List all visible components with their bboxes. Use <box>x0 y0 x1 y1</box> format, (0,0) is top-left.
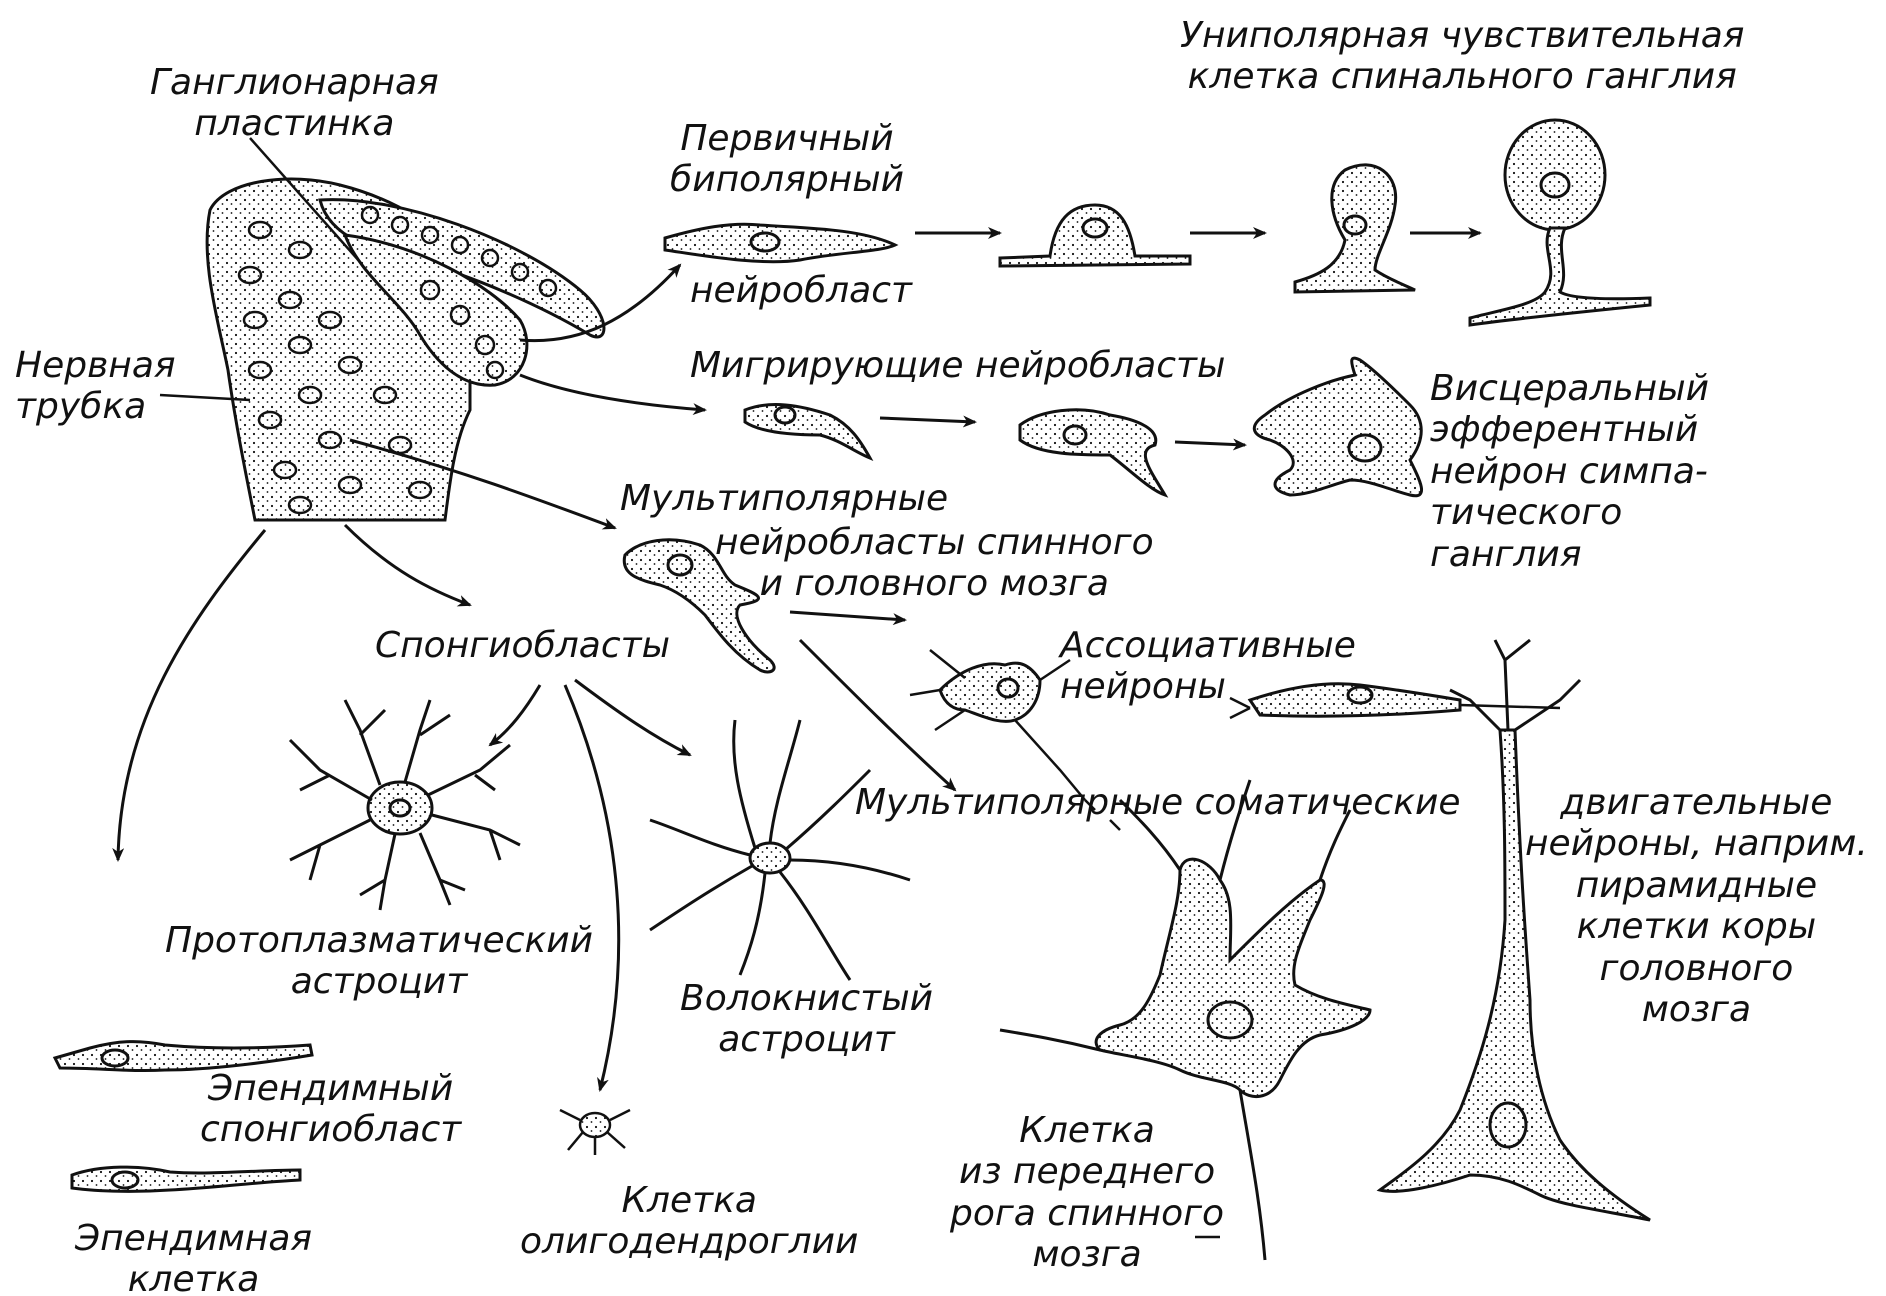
visceral-efferent-neuron-cell <box>1254 358 1421 496</box>
label-ependymal-spongioblast: Эпендимный спонгиобласт <box>200 1068 461 1151</box>
label-visceral-efferent: Висцеральный эфферентный нейрон симпа- т… <box>1430 368 1709 575</box>
label-protoplasmic-astrocyte: Протоплазматический астроцит <box>165 920 593 1003</box>
bipolar-stage-2-cell <box>1000 205 1190 266</box>
bipolar-neuroblast-cell <box>665 224 895 262</box>
label-neural-tube: Нервная трубка <box>15 345 176 428</box>
label-multipolar-neuroblasts-2: нейробласты спинного и головного мозга <box>715 522 1154 605</box>
label-neuroblast: нейробласт <box>690 270 912 311</box>
label-anterior-horn-cell: Клетка из переднего рога спинного мозга <box>950 1110 1224 1276</box>
label-unipolar-sensory: Униполярная чувствительная клетка спинал… <box>1180 15 1744 98</box>
label-migrating-neuroblasts: Мигрирующие нейробласты <box>690 345 1225 386</box>
ependymal-spongioblast-cell <box>55 1042 312 1071</box>
label-oligodendroglia: Клетка олигодендроглии <box>520 1180 858 1263</box>
label-ependymal-cell: Эпендимная клетка <box>75 1218 312 1296</box>
oligodendroglia-cell <box>560 1110 630 1155</box>
label-motor-neurons: двигательные нейроны, наприм. пирамидные… <box>1525 782 1868 1030</box>
label-multipolar-neuroblasts-1: Мультиполярные <box>620 478 948 519</box>
fibrous-astrocyte-cell <box>650 720 910 980</box>
label-ganglion-plate: Ганглионарная пластинка <box>150 62 439 145</box>
label-multipolar-somatic: Мультиполярные соматические <box>855 782 1461 823</box>
migrating-neuroblast-cell-2 <box>1020 410 1165 495</box>
bipolar-stage-3-cell <box>1295 165 1415 292</box>
label-spongioblasts: Спонгиобласты <box>375 625 670 666</box>
label-fibrous-astrocyte: Волокнистый астроцит <box>680 978 933 1061</box>
label-associative-neurons: Ассоциативные нейроны <box>1060 625 1356 708</box>
migrating-neuroblast-cell-1 <box>745 405 870 458</box>
label-primary-bipolar: Первичный биполярный <box>670 118 904 201</box>
unipolar-sensory-cell <box>1470 120 1650 325</box>
ependymal-cell-figure <box>72 1167 300 1191</box>
protoplasmic-astrocyte-cell <box>290 700 520 910</box>
